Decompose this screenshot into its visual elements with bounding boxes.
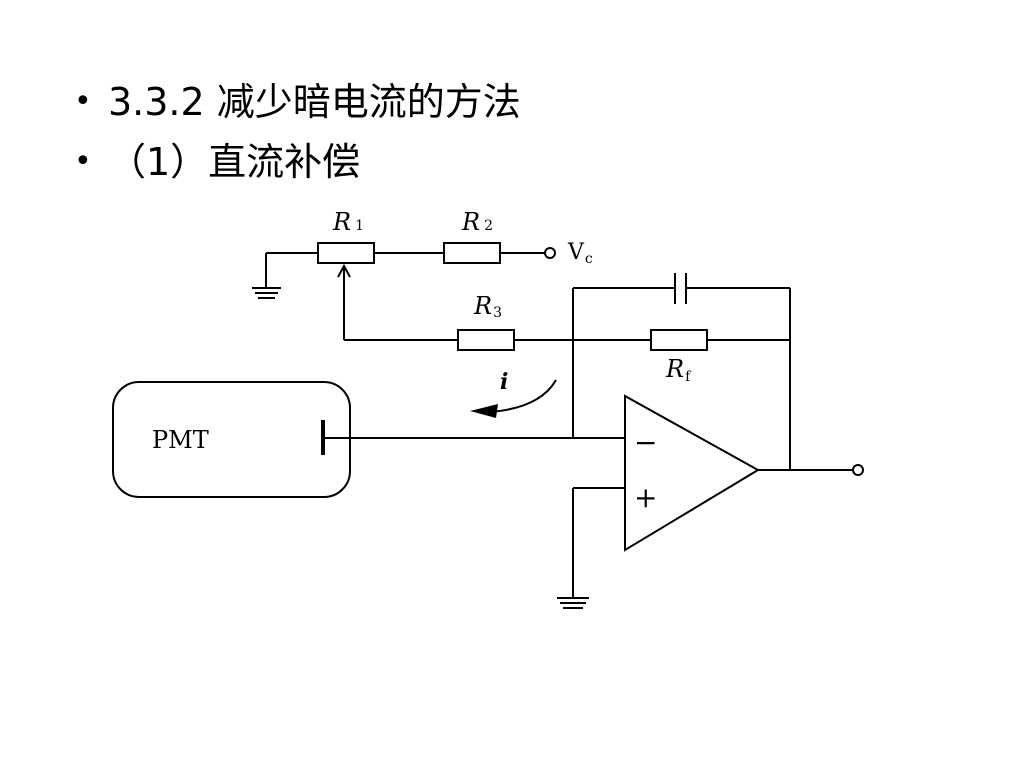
current-arrow-icon [470, 379, 557, 418]
label-pmt: PMT [152, 426, 209, 454]
resistor-r3 [457, 329, 515, 351]
ground-icon [557, 597, 589, 609]
label-rf: Rf [665, 355, 692, 385]
feedback-branch [344, 329, 790, 351]
op-amp [572, 394, 864, 598]
label-r3: R3 [473, 292, 502, 321]
bullet-text: （1）直流补偿 [108, 140, 361, 184]
bullet-marker: • [74, 144, 92, 179]
label-current: i [500, 369, 508, 395]
potentiometer-wiper [337, 263, 351, 340]
resistor-r1 [317, 242, 375, 264]
label-plus: + [634, 481, 657, 514]
bullet-marker: • [74, 84, 92, 119]
label-minus: − [634, 426, 657, 459]
resistor-r2 [443, 242, 501, 264]
resistor-rf [650, 329, 708, 351]
output-terminal [852, 464, 864, 476]
top-branch [265, 242, 556, 288]
capacitor-branch [573, 273, 790, 304]
bullet-text: 3.3.2 减少暗电流的方法 [108, 80, 521, 124]
pmt-tube [112, 381, 625, 498]
ground-icon [252, 287, 281, 299]
vc-terminal [544, 247, 556, 259]
label-vc: Vc [567, 240, 593, 267]
